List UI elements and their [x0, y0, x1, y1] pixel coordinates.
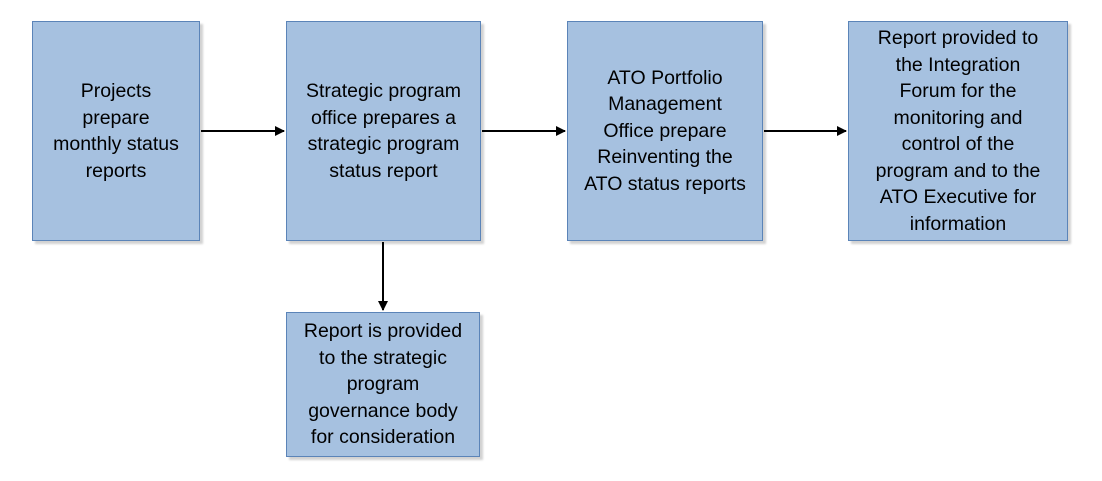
- node-strategic-program-office-label: Strategic program office prepares a stra…: [306, 80, 461, 182]
- node-projects-prepare-reports: Projects prepare monthly status reports: [32, 21, 200, 241]
- node-governance-body-report: Report is provided to the strategic prog…: [286, 312, 480, 457]
- node-integration-forum-report: Report provided to the Integration Forum…: [848, 21, 1068, 241]
- node-projects-label: Projects prepare monthly status reports: [53, 80, 179, 182]
- node-governance-body-label: Report is provided to the strategic prog…: [303, 320, 463, 449]
- node-ato-pmo-label: ATO Portfolio Management Office prepare …: [584, 66, 746, 195]
- node-strategic-program-office: Strategic program office prepares a stra…: [286, 21, 481, 241]
- node-integration-forum-label: Report provided to the Integration Forum…: [875, 27, 1041, 235]
- node-ato-portfolio-management-office: ATO Portfolio Management Office prepare …: [567, 21, 763, 241]
